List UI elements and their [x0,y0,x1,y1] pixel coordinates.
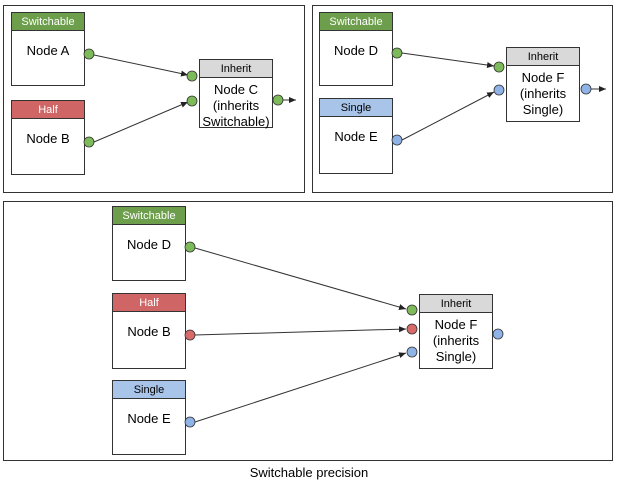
node-c-line1: Node C [213,82,259,97]
port-f-bottom-in-3[interactable] [406,346,418,358]
node-d-label: Node D [333,43,379,58]
node-d-bottom-label: Node D [126,237,172,252]
port-e-out[interactable] [391,134,403,146]
port-d-out[interactable] [391,47,403,59]
panel-switchable-half-single [3,201,613,461]
node-c-header: Inherit [200,60,272,78]
wire-b-to-c [93,101,189,143]
port-f-bottom-in-1[interactable] [406,304,418,316]
port-c-out[interactable] [272,94,284,106]
node-b-label: Node B [26,131,70,146]
port-e-bottom-out[interactable] [184,416,196,428]
node-c-label: Node C (inherits Switchable) [200,78,272,130]
port-a-out[interactable] [83,48,95,60]
node-a[interactable]: Switchable Node A [11,12,85,86]
node-e-label: Node E [334,129,378,144]
node-e-bottom-header: Single [113,381,185,399]
node-b-header: Half [12,101,84,119]
port-b-bottom-out[interactable] [184,329,196,341]
node-f-bottom-line3: Single) [435,349,477,364]
node-e-bottom[interactable]: Single Node E [112,380,186,455]
port-c-in-2[interactable] [186,95,198,107]
port-f-in-1[interactable] [493,61,505,73]
node-e-bottom-label: Node E [127,411,171,426]
wire-d-to-f [401,52,495,68]
wire-a-to-c [93,54,189,77]
node-f-line3: Single) [522,102,564,117]
node-f-line2: (inherits [519,86,567,101]
node-c[interactable]: Inherit Node C (inherits Switchable) [199,59,273,130]
node-f-bottom-header: Inherit [420,295,492,313]
port-d-bottom-out[interactable] [184,241,196,253]
node-f-bottom-label: Node F (inherits Single) [420,313,492,365]
wire-e-to-f [401,91,495,141]
node-d-bottom[interactable]: Switchable Node D [112,206,186,281]
port-f-out[interactable] [580,83,592,95]
node-d-header: Switchable [320,13,392,31]
node-e[interactable]: Single Node E [319,98,393,174]
port-f-in-2[interactable] [493,84,505,96]
wire-e-bottom-to-f [194,352,407,423]
node-a-label: Node A [26,43,70,58]
node-f-bottom-line2: (inherits [432,333,480,348]
node-c-line2: (inherits [212,98,260,113]
node-d[interactable]: Switchable Node D [319,12,393,86]
wire-b-bottom-to-f [194,326,407,336]
node-d-bottom-header: Switchable [113,207,185,225]
node-f-line1: Node F [521,70,565,85]
wire-d-bottom-to-f [194,247,407,310]
node-f-header: Inherit [507,48,579,66]
node-a-header: Switchable [12,13,84,31]
port-c-in-1[interactable] [186,70,198,82]
node-b-bottom-header: Half [113,294,185,312]
node-b-bottom-label: Node B [127,324,171,339]
node-f[interactable]: Inherit Node F (inherits Single) [506,47,580,122]
port-b-out[interactable] [83,136,95,148]
figure-caption: Switchable precision [249,465,369,480]
node-b[interactable]: Half Node B [11,100,85,175]
port-f-bottom-out[interactable] [492,328,504,340]
node-b-bottom[interactable]: Half Node B [112,293,186,369]
node-f-bottom-line1: Node F [434,317,478,332]
node-f-bottom[interactable]: Inherit Node F (inherits Single) [419,294,493,369]
port-f-bottom-in-2[interactable] [406,323,418,335]
node-c-line3: Switchable) [202,114,270,129]
node-f-label: Node F (inherits Single) [507,66,579,118]
node-e-header: Single [320,99,392,117]
